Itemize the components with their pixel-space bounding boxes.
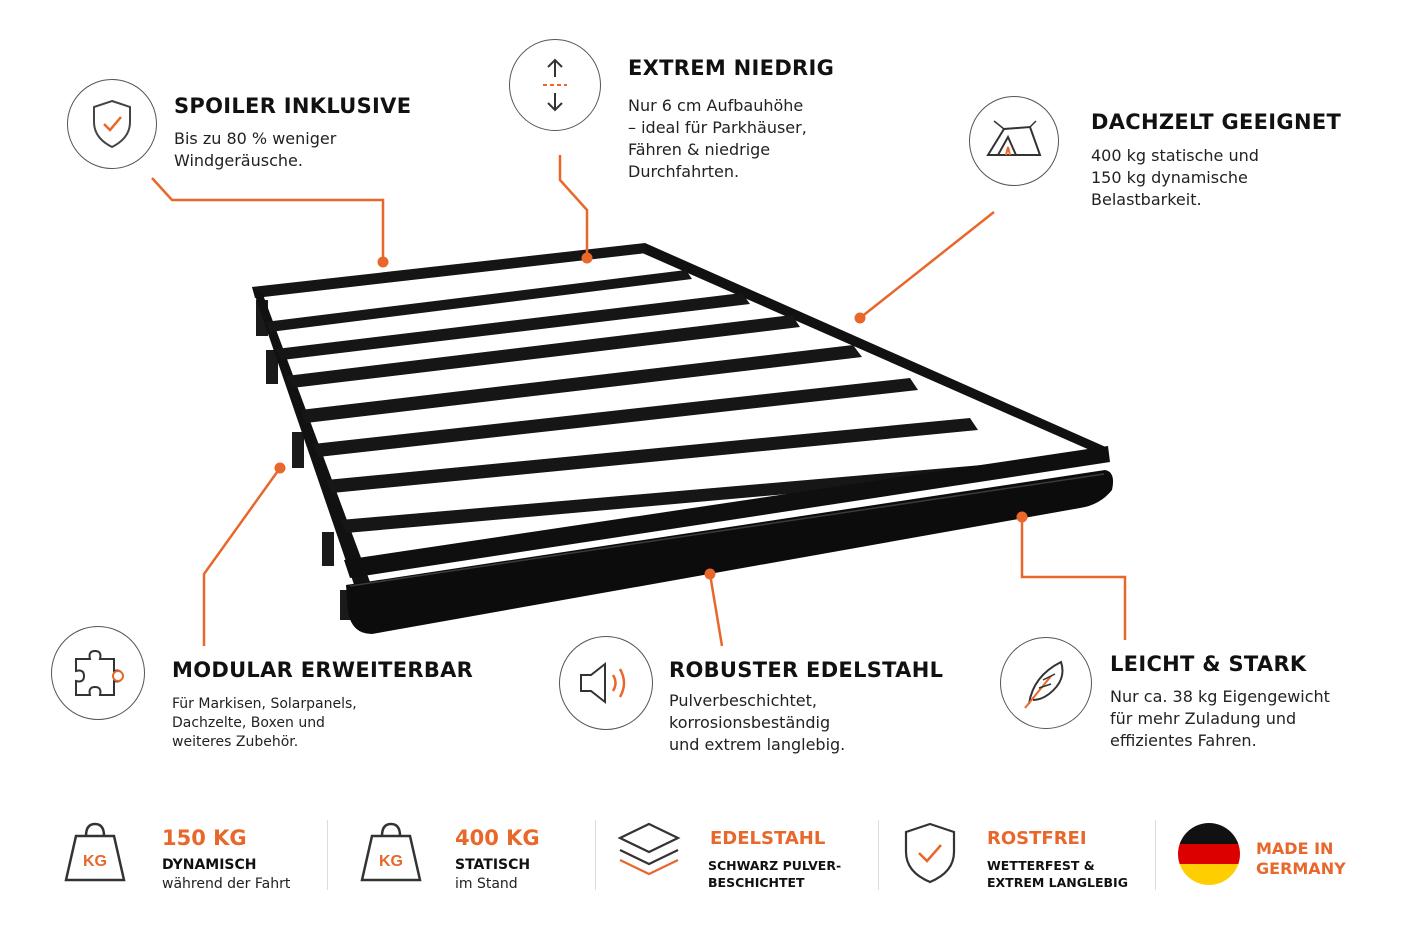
rack-back-rail	[252, 243, 647, 298]
speaker-icon	[580, 661, 626, 705]
layers-icon	[614, 820, 684, 884]
dynamisch-value: 150 KG	[162, 826, 247, 850]
dynamisch-label: DYNAMISCH	[162, 857, 257, 873]
edelstahl-title: ROBUSTER EDELSTAHL	[669, 658, 944, 682]
svg-text:KG: KG	[83, 853, 107, 870]
callout-lines	[151, 155, 1127, 647]
rack-right-rail	[640, 243, 1108, 458]
spoiler-title: SPOILER INKLUSIVE	[174, 94, 412, 118]
rostfrei-value: ROSTFREI	[987, 828, 1087, 849]
edelstahl-description: Pulverbeschichtet, korrosionsbeständig u…	[669, 691, 846, 754]
divider	[1155, 820, 1156, 890]
divider	[595, 820, 596, 890]
weight-kg-icon: KG	[358, 818, 424, 884]
statisch-label: STATISCH	[455, 857, 531, 873]
edelstahl-value: EDELSTAHL	[710, 828, 826, 849]
feather-icon	[1024, 660, 1064, 709]
weight-kg-icon: KG	[62, 818, 128, 884]
callout-line-dachzelt	[859, 211, 995, 319]
rack-foot	[292, 432, 304, 468]
spoiler-description: Bis zu 80 % weniger Windgeräusche.	[174, 129, 337, 170]
leicht-icon-circle	[1000, 637, 1092, 729]
shield-check-icon	[900, 820, 960, 886]
callout-line-leicht	[1020, 517, 1127, 640]
callout-line-niedrig	[558, 155, 589, 258]
spoiler-icon-circle	[67, 79, 157, 169]
german-flag-icon	[1178, 823, 1240, 885]
modular-icon-circle	[51, 626, 145, 720]
leicht-title: LEICHT & STARK	[1110, 652, 1307, 676]
divider	[327, 820, 328, 890]
callout-dots	[274, 252, 1028, 580]
dynamisch-sub: während der Fahrt	[162, 876, 291, 892]
statisch-sub: im Stand	[455, 876, 518, 892]
callout-line-spoiler	[151, 177, 385, 262]
niedrig-title: EXTREM NIEDRIG	[628, 56, 835, 80]
dachzelt-icon-circle	[969, 96, 1059, 186]
shield-check-icon	[93, 99, 131, 149]
edelstahl-icon-circle	[559, 636, 653, 730]
tent-icon	[986, 120, 1042, 156]
rack-foot	[266, 350, 278, 384]
modular-title: MODULAR ERWEITERBAR	[172, 658, 474, 682]
niedrig-icon-circle	[509, 39, 601, 131]
leicht-description: Nur ca. 38 kg Eigengewicht für mehr Zula…	[1110, 687, 1330, 750]
callout-line-modular	[202, 467, 282, 646]
rack-spoiler	[346, 470, 1114, 634]
divider	[878, 820, 879, 890]
niedrig-description: Nur 6 cm Aufbauhöhe – ideal für Parkhäus…	[628, 96, 807, 181]
rack-front-rail	[344, 446, 1110, 578]
height-arrows-icon	[543, 58, 567, 112]
puzzle-icon	[75, 649, 124, 696]
made-in-germany: MADE IN GERMANY	[1256, 839, 1346, 878]
dachzelt-title: DACHZELT GEEIGNET	[1091, 110, 1342, 134]
callout-line-edelstahl	[708, 573, 724, 647]
statisch-value: 400 KG	[455, 826, 540, 850]
modular-description: Für Markisen, Solarpanels, Dachzelte, Bo…	[172, 696, 357, 750]
rack-crossbars	[265, 270, 1108, 572]
roof-rack	[252, 243, 1114, 634]
rack-foot	[322, 532, 334, 566]
edelstahl-label: SCHWARZ PULVER- BESCHICHTET	[708, 858, 842, 890]
rostfrei-label: WETTERFEST & EXTREM LANGLEBIG	[987, 858, 1128, 890]
dachzelt-description: 400 kg statische und 150 kg dynamische B…	[1091, 146, 1259, 209]
svg-text:KG: KG	[379, 853, 403, 870]
